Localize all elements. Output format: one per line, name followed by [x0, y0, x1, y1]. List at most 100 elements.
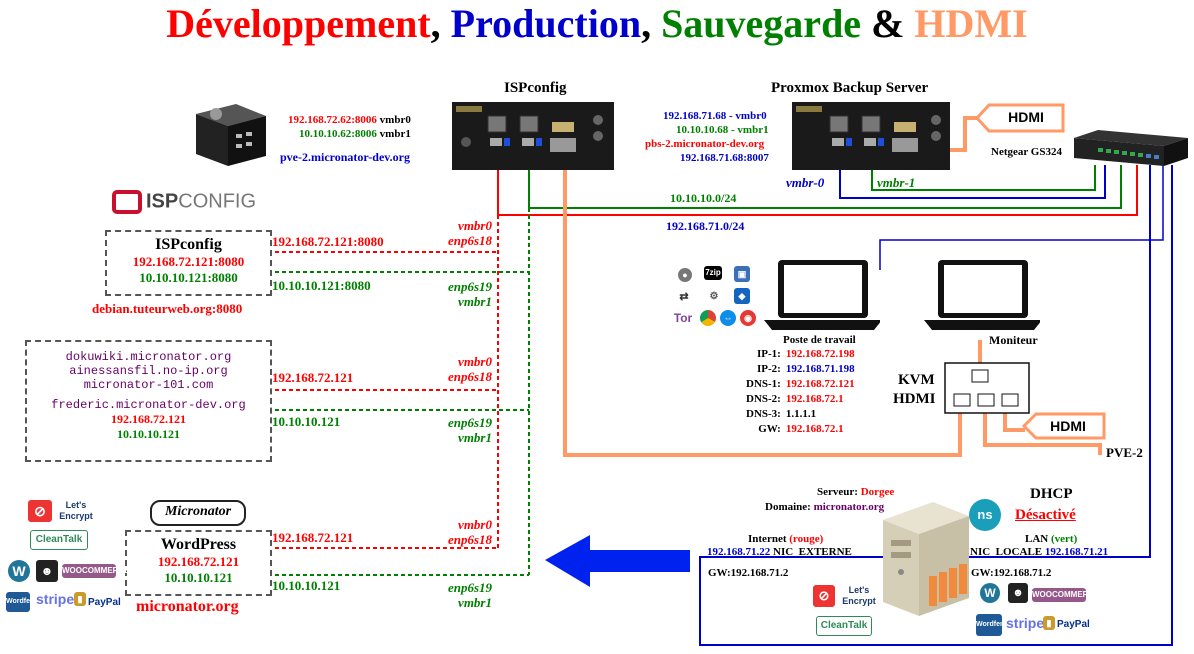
- workstation-row: IP-2:192.168.71.198: [745, 362, 856, 377]
- link3-if-enp6s18: enp6s18: [447, 532, 492, 547]
- link2-if-vmbr0: vmbr0: [458, 354, 492, 369]
- router-internet-row: Internet (rouge): [748, 533, 823, 545]
- router-lan-gw: GW:192.168.71.2: [971, 567, 1052, 579]
- wire-hdmi-ispconfig: [563, 140, 962, 457]
- workstation-laptop-icon: [764, 260, 880, 330]
- router-lan-label: LAN: [1025, 533, 1049, 545]
- app-7zip-icon: 7zip: [704, 266, 722, 280]
- app-icon-red: ◉: [740, 310, 756, 326]
- app-virtualbox-icon: ◆: [734, 288, 750, 304]
- wordfence-logo-router: Wordfence: [976, 614, 1012, 636]
- link1-red-ip: 192.168.72.121:8080: [272, 234, 384, 249]
- pbs-web-url: 192.168.71.68:8007: [680, 152, 769, 164]
- workstation-row-key: DNS-1:: [746, 378, 781, 390]
- wire-red-main: [497, 140, 1138, 216]
- pve2-if-vmbr1: vmbr1: [379, 128, 411, 140]
- ispconfig-logo-config: CONFIG: [178, 190, 257, 213]
- router-server-row: Serveur: Dorgee: [817, 486, 894, 498]
- hdmi-tag-top: HDMI: [992, 109, 1060, 125]
- link1-green-ip: 10.10.10.121:8080: [272, 278, 371, 293]
- dokuwiki-vm-box: dokuwiki.micronator.org ainessansfil.no-…: [25, 340, 272, 462]
- link1-if-enp6s19: enp6s19: [447, 279, 492, 294]
- link3-if-vmbr0: vmbr0: [458, 517, 492, 532]
- router-server-value: Dorgee: [860, 486, 895, 498]
- router-server-icon: [883, 502, 969, 616]
- lock-icon-left: ▮: [74, 592, 86, 606]
- micronator-brand-text: Micronator: [164, 504, 232, 519]
- doku-domain-3: micronator-101.com: [83, 378, 214, 392]
- monitor-laptop-icon: [924, 260, 1040, 330]
- app-tor-icon: Tor: [673, 311, 693, 325]
- blue-arrow: [545, 535, 690, 587]
- link2-if-enp6s18: enp6s18: [447, 369, 492, 384]
- wordpress-vm-ip1: 192.168.72.121: [157, 554, 240, 569]
- pve2-ip-vmbr1: 10.10.10.62:8006: [299, 128, 377, 140]
- wordpress-vm-box: WordPress 192.168.72.121 10.10.10.121: [125, 530, 272, 596]
- kvm-label-1: KVM: [898, 372, 935, 388]
- wire-hdmi-kvm-pve2: [983, 400, 1102, 455]
- ispconfig-logo-isp: ISP: [146, 190, 179, 213]
- workstation-row: DNS-2:192.168.72.1: [745, 392, 856, 407]
- ispconfig-vm-ip2: 10.10.10.121:8080: [139, 270, 238, 285]
- router-server-key: Serveur:: [817, 486, 858, 498]
- workstation-row-value: 1.1.1.1: [785, 408, 817, 420]
- monitor-label: Moniteur: [989, 333, 1038, 347]
- pve2-label: PVE-2: [1106, 445, 1143, 460]
- doku-domain-main: frederic.micronator-dev.org: [51, 398, 246, 412]
- pbs-ip-vmbr1: 10.10.10.68 - vmbr1: [676, 124, 769, 136]
- switch-label: Netgear GS324: [991, 146, 1062, 158]
- app-teamviewer-icon: ⇔: [720, 310, 736, 326]
- router-domain-value: micronator.org: [813, 501, 885, 513]
- wordfence-logo-left: Wordfence: [6, 592, 42, 612]
- link1-if-enp6s18: enp6s18: [447, 233, 492, 248]
- router-lan-row: LAN (vert): [1025, 533, 1077, 545]
- net-green-label: 10.10.10.0/24: [670, 191, 737, 205]
- router-wan-row: 192.168.71.22 NIC EXTERNE: [707, 546, 852, 558]
- workstation-row: DNS-1:192.168.72.121: [745, 377, 856, 392]
- link2-if-enp6s19: enp6s19: [447, 415, 492, 430]
- dhcp-status: Désactivé: [1015, 507, 1076, 523]
- link3-green-ip: 10.10.10.121: [272, 578, 341, 593]
- router-lan-nic: NIC LOCALE: [970, 546, 1043, 558]
- pbs-ip-vmbr0: 192.168.71.68 - vmbr0: [663, 110, 767, 122]
- router-domain-row: Domaine: micronator.org: [765, 501, 884, 513]
- router-wan-nic: NIC EXTERNE: [773, 546, 852, 558]
- stripe-logo-router: stripe: [1006, 615, 1045, 631]
- workstation-row: DNS-3: 1.1.1.1: [745, 407, 856, 422]
- cleantalk-logo-router: CleanTalk: [816, 616, 872, 636]
- doku-ip1: 192.168.72.121: [111, 412, 186, 426]
- lock-icon-router: ▮: [1043, 616, 1055, 630]
- link1-if-vmbr0: vmbr0: [458, 218, 492, 233]
- workstation-row-key: IP-1:: [757, 348, 781, 360]
- workstation-row-key: GW:: [758, 423, 781, 435]
- link3-if-vmbr1: vmbr1: [458, 595, 492, 610]
- router-internet-label: Internet: [748, 533, 787, 545]
- pbs-vmbr0-label: vmbr-0: [786, 175, 825, 190]
- app-chrome-icon: [700, 310, 716, 326]
- link2-green-ip: 10.10.10.121: [272, 414, 341, 429]
- letsencrypt-logo-router: Let's Encrypt: [842, 585, 876, 606]
- workstation-row-key: DNS-3:: [746, 408, 781, 420]
- diagram-title: Développement, Production, Sauvegarde & …: [0, 0, 1194, 47]
- pve2-server-icon: [196, 104, 266, 166]
- workstation-row: IP-1:192.168.72.198: [745, 347, 856, 362]
- pve2-ip-vmbr0: 192.168.72.62:8006: [288, 114, 377, 126]
- title-sep: ,: [641, 1, 662, 46]
- pbs-hostname: pbs-2.micronator-dev.org: [645, 138, 765, 150]
- pbs-header: Proxmox Backup Server: [771, 80, 929, 96]
- hdmi-tag-mid: HDMI: [1036, 418, 1100, 434]
- workstation-row-value: 192.168.72.1: [785, 393, 844, 405]
- doku-domain-2: ainessansfil.no-ip.org: [69, 364, 228, 378]
- app-tool-icon: ⚙: [709, 291, 719, 302]
- ispconfig-rear-panel: [452, 102, 614, 170]
- pve2-hostname: pve-2.micronator-dev.org: [280, 150, 410, 164]
- router-lan-nic-row: NIC LOCALE 192.168.71.21: [970, 546, 1108, 558]
- router-wan-ip: 192.168.71.22: [707, 546, 771, 558]
- ispconfig-vm-ip1: 192.168.72.121:8080: [132, 254, 245, 269]
- workstation-row: GW:192.168.72.1: [745, 422, 856, 437]
- kvm-switch-box: [944, 362, 1030, 414]
- wordpress-icon-router: W: [980, 583, 1000, 603]
- link2-if-vmbr1: vmbr1: [458, 430, 492, 445]
- wordpress-icon-left: W: [8, 560, 30, 582]
